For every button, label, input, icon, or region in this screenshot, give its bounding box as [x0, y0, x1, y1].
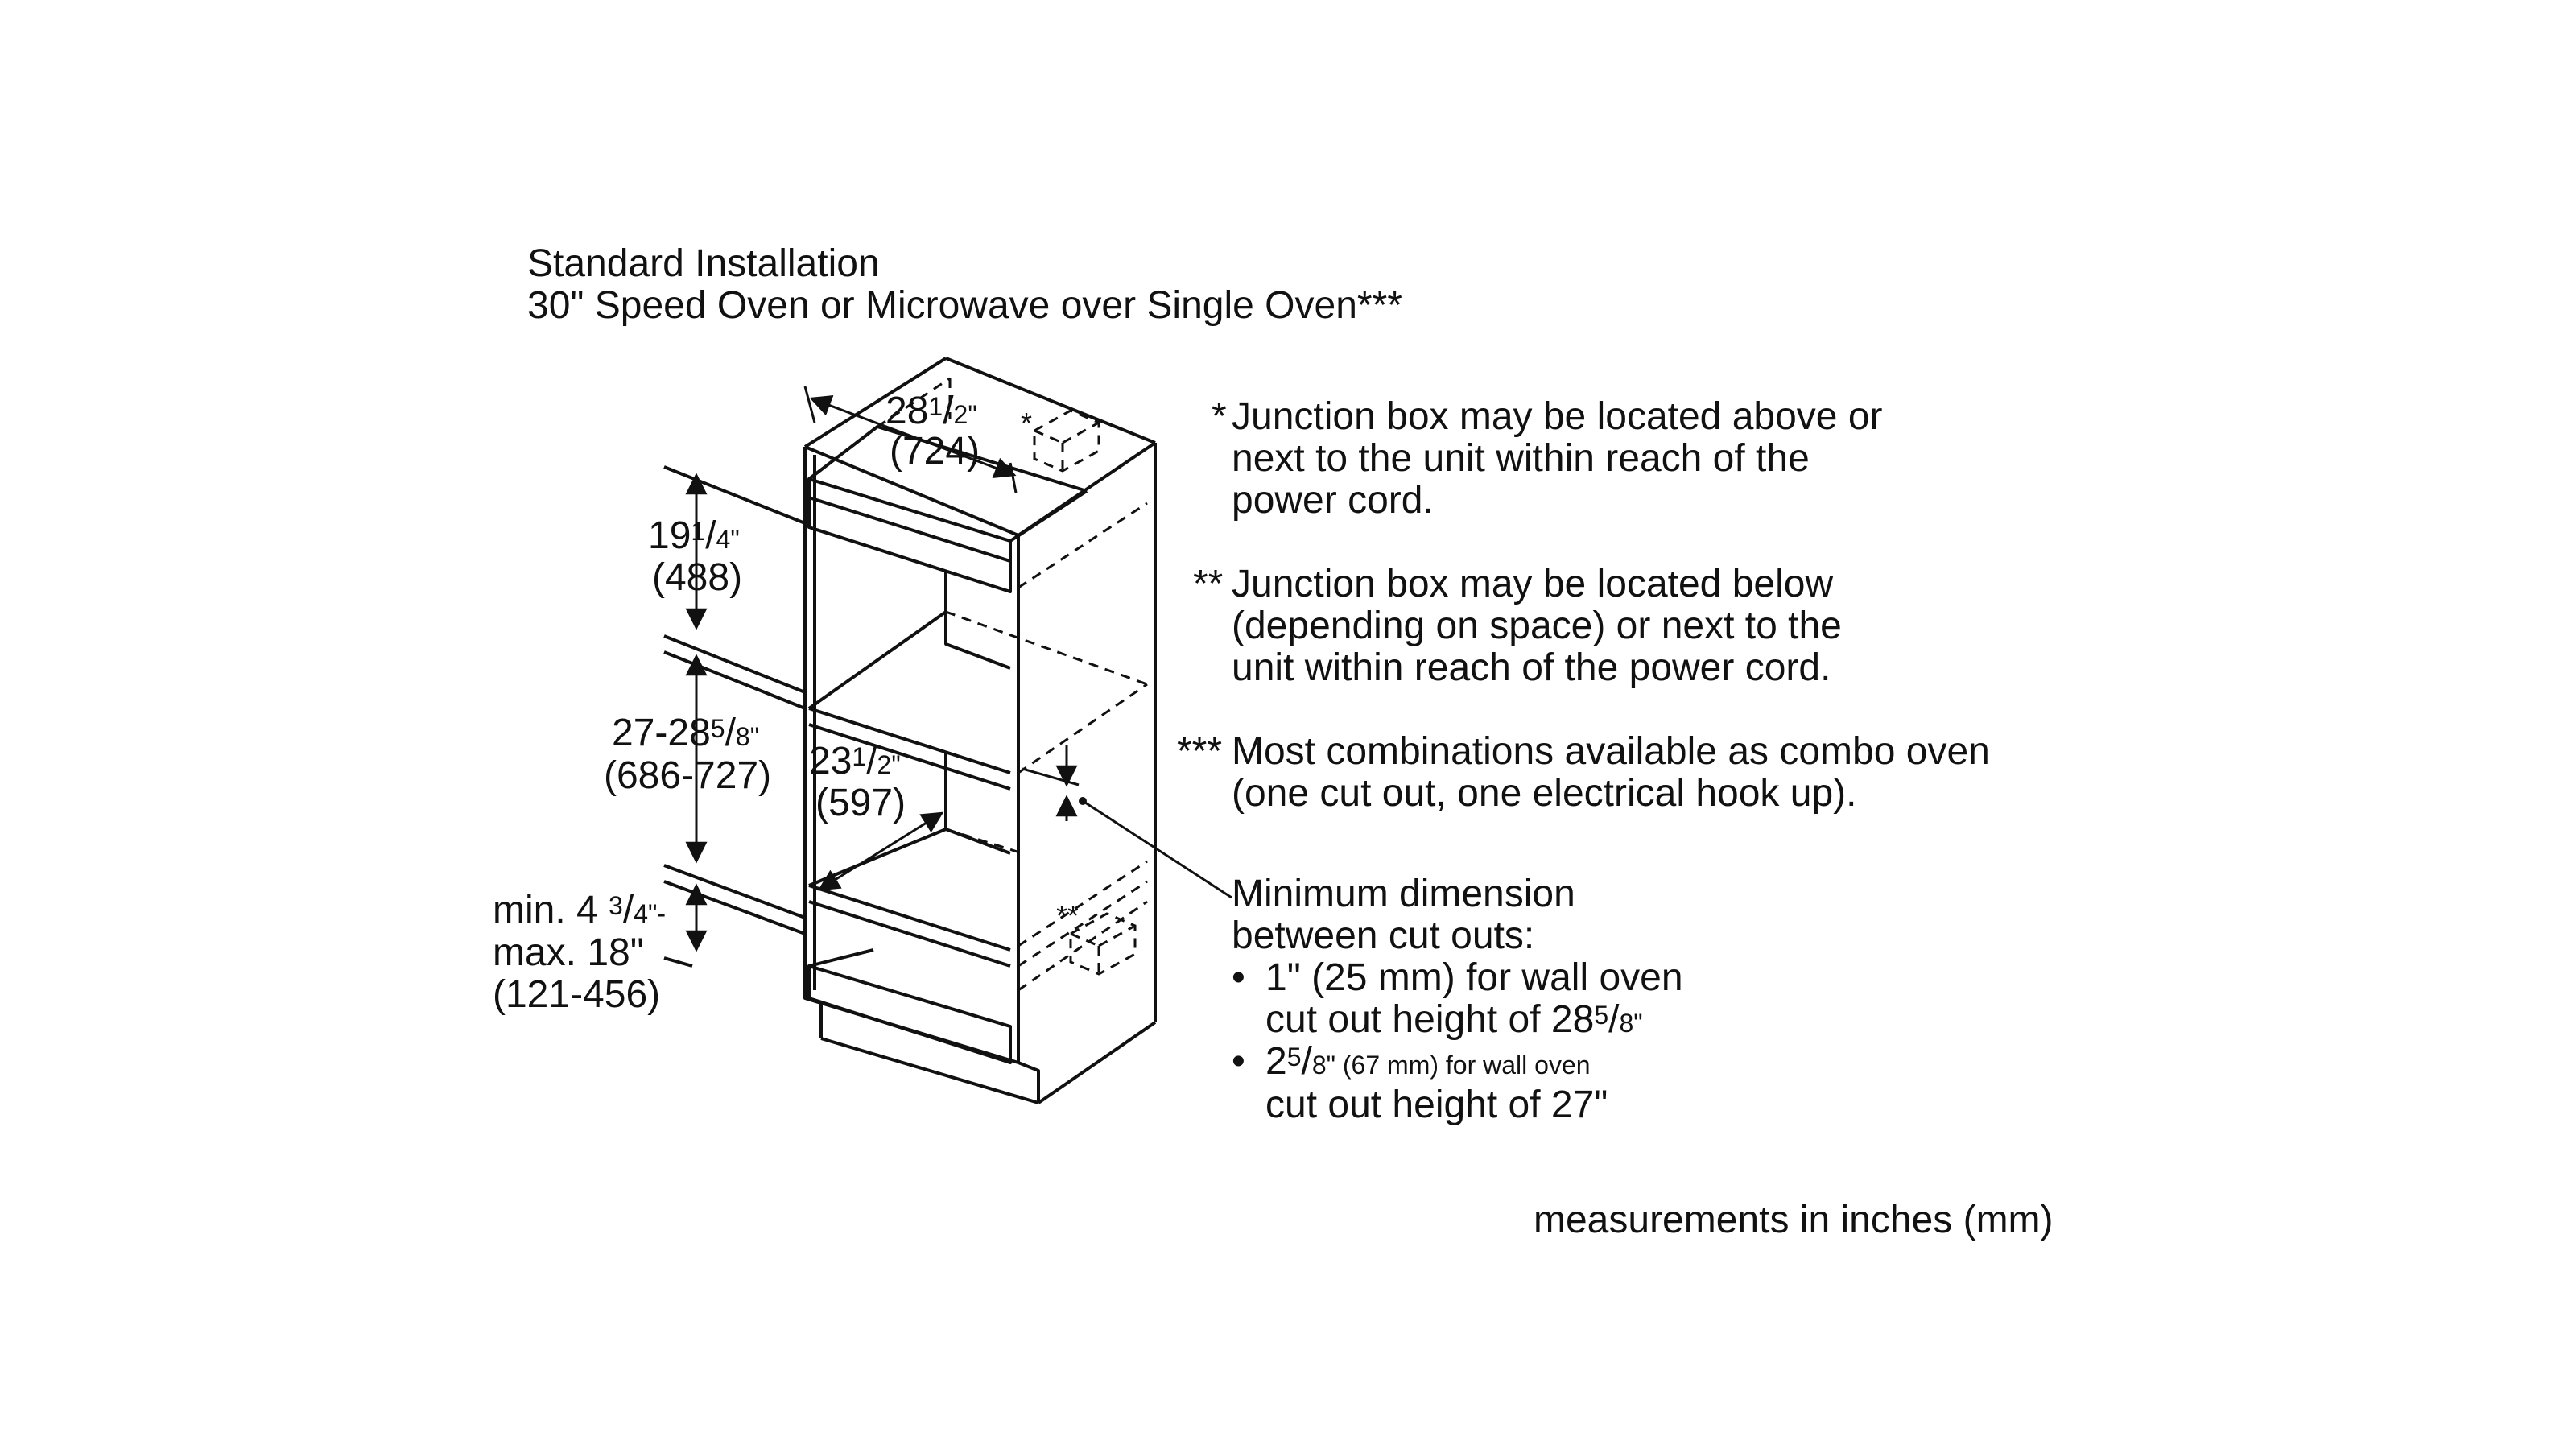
- junction-box-lower: [1069, 912, 1137, 976]
- lower-height-label: min. 4 3/4"-: [493, 889, 666, 931]
- min-dim-bullet1-line2: cut out height of 285/8": [1265, 998, 1643, 1041]
- min-dim-bullet2-line1: 25/8" (67 mm) for wall oven: [1265, 1040, 1591, 1083]
- lower-height-max-label: max. 18": [493, 931, 644, 974]
- note3-line1: Most combinations available as combo ove…: [1232, 730, 1990, 773]
- width-ext-left: [803, 386, 816, 423]
- junction-box-lower-mark: **: [1056, 899, 1080, 932]
- width-ext-right: [1009, 462, 1018, 493]
- leader-line: [1082, 799, 1232, 899]
- note1-line3: power cord.: [1232, 479, 1434, 522]
- note1-line2: next to the unit within reach of the: [1232, 437, 1810, 480]
- note2-line3: unit within reach of the power cord.: [1232, 646, 1831, 689]
- width-dim-line: [809, 394, 1017, 479]
- lower-height-mm-label: (121-456): [493, 973, 661, 1016]
- note3-line2: (one cut out, one electrical hook up).: [1232, 772, 1857, 815]
- bullet-2: •: [1232, 1040, 1245, 1083]
- note1-line1: Junction box may be located above or: [1232, 395, 1883, 438]
- note2-mark: **: [1193, 563, 1224, 605]
- min-dim-bullet1-line1: 1" (25 mm) for wall oven: [1265, 956, 1683, 999]
- note2-line1: Junction box may be located below: [1232, 563, 1834, 605]
- middle-height-label: 27-285/8": [612, 712, 760, 754]
- depth-mm-label: (597): [815, 782, 906, 824]
- junction-box-upper: [1033, 409, 1100, 473]
- bullet-1: •: [1232, 956, 1245, 999]
- hidden-lines: [877, 377, 1148, 992]
- width-label: 281/2": [886, 390, 977, 432]
- page-subtitle: 30" Speed Oven or Microwave over Single …: [527, 284, 1402, 327]
- upper-height-mm-label: (488): [652, 556, 743, 599]
- min-dim-line2: between cut outs:: [1232, 914, 1535, 957]
- min-dim-line1: Minimum dimension: [1232, 873, 1575, 915]
- measurement-units-note: measurements in inches (mm): [1534, 1199, 2054, 1241]
- upper-height-label: 191/4": [648, 514, 740, 557]
- depth-dim-line: [817, 811, 944, 891]
- note1-mark: *: [1212, 395, 1227, 438]
- cutout-gap-ext: [1022, 767, 1080, 786]
- depth-label: 231/2": [809, 740, 901, 782]
- width-mm-label: (724): [890, 430, 980, 473]
- note3-mark: ***: [1177, 730, 1223, 773]
- leader-dot: [1079, 797, 1087, 805]
- cabinet-outline: [803, 357, 1157, 1104]
- page-title: Standard Installation: [527, 242, 880, 285]
- note2-line2: (depending on space) or next to the: [1232, 605, 1842, 647]
- middle-height-mm-label: (686-727): [604, 754, 772, 797]
- min-dim-bullet2-line2: cut out height of 27": [1265, 1084, 1608, 1126]
- junction-box-upper-mark: *: [1021, 407, 1033, 440]
